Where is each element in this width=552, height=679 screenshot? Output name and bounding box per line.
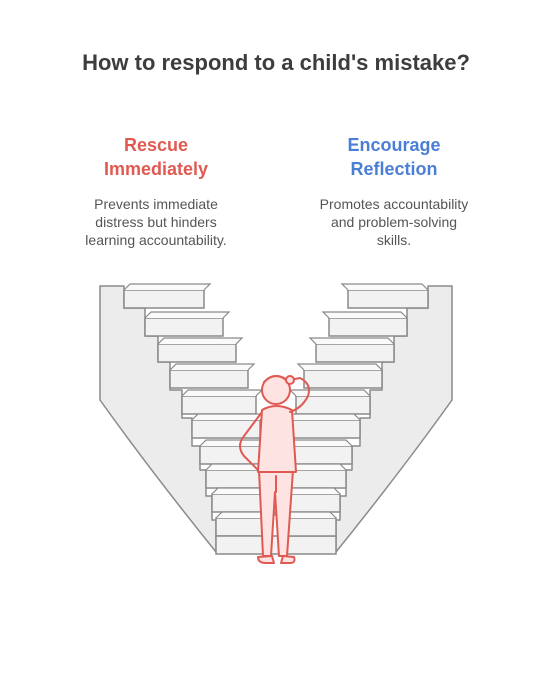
bottom-landing (215, 535, 337, 555)
left-stair-step (181, 395, 257, 415)
left-stair-lip (157, 337, 244, 345)
option-reflection-desc-line-2: and problem-solving (330, 214, 458, 230)
right-stair-lip (296, 363, 383, 371)
left-stair-step (169, 369, 249, 389)
page-title: How to respond to a child's mistake? (82, 50, 470, 75)
left-staircase (123, 283, 337, 555)
option-rescue-desc-line-1: Prevents immediate (94, 196, 218, 212)
left-stair-step (205, 469, 267, 489)
option-rescue-desc-line-2: distress but hinders (95, 214, 217, 230)
right-stair-step (287, 445, 353, 465)
left-stair-step (144, 317, 224, 337)
right-stair-step (328, 317, 408, 337)
right-stair-lip (321, 311, 408, 319)
option-reflection-desc-line-3: skills. (376, 232, 412, 248)
left-stair-step (157, 343, 237, 363)
right-stair-lip (308, 337, 395, 345)
right-stair-lip (288, 389, 371, 397)
left-stair-lip (181, 389, 264, 397)
option-rescue-description: Prevents immediate distress but hinders … (56, 195, 256, 249)
option-rescue-title: Rescue Immediately (56, 133, 256, 181)
left-stair-step (123, 289, 205, 309)
option-reflection-title-line-2: Reflection (350, 159, 438, 179)
option-rescue-desc-line-3: learning accountability. (85, 232, 227, 248)
left-stair-lip (169, 363, 256, 371)
thinking-person-icon (239, 375, 310, 564)
right-stair-step (315, 343, 395, 363)
option-reflection-description: Promotes accountability and problem-solv… (294, 195, 494, 249)
option-rescue-title-line-2: Immediately (103, 159, 209, 179)
left-stair-step (199, 445, 265, 465)
option-reflection-title-line-1: Encourage (347, 135, 441, 155)
option-rescue-title-line-1: Rescue (123, 135, 189, 155)
option-reflection-desc-line-1: Promotes accountability (319, 196, 469, 212)
option-reflection-title: Encourage Reflection (294, 133, 494, 181)
right-stair-step (283, 493, 341, 513)
left-stair-lip (123, 283, 212, 291)
left-stair-lip (144, 311, 231, 319)
right-stair-lip (284, 413, 361, 421)
right-stair-step (303, 369, 383, 389)
right-stair-step (291, 419, 361, 439)
right-stair-lip (340, 283, 429, 291)
right-stair-step (347, 289, 429, 309)
left-stair-lip (191, 413, 268, 421)
